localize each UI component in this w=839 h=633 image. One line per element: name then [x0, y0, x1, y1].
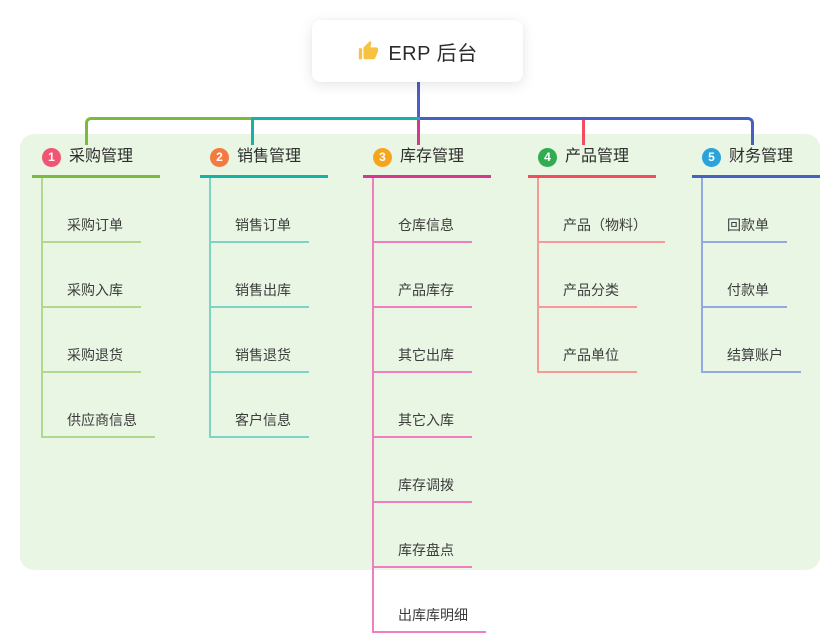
branch-sales: 2 销售管理 销售订单 销售出库 销售退货 客户信息 [200, 146, 328, 438]
branch-number-badge: 5 [702, 147, 721, 167]
node-outbound-detail[interactable]: 出库库明细 [374, 568, 486, 633]
node-label: 仓库信息 [398, 217, 454, 233]
thumbs-up-icon [357, 40, 379, 62]
node-label: 采购订单 [67, 217, 123, 233]
node-other-outbound[interactable]: 其它出库 [374, 308, 472, 373]
branch-purchase-header[interactable]: 1 采购管理 [32, 146, 160, 178]
branch-finance-children: 回款单 付款单 结算账户 [701, 178, 820, 373]
node-label: 采购退货 [67, 347, 123, 363]
branch-inventory-header[interactable]: 3 库存管理 [363, 146, 491, 178]
node-label: 采购入库 [67, 282, 123, 298]
mindmap-canvas [20, 134, 820, 570]
node-warehouse-info[interactable]: 仓库信息 [374, 178, 472, 243]
node-label: 回款单 [727, 217, 769, 233]
node-stock-transfer[interactable]: 库存调拨 [374, 438, 472, 503]
node-label: 销售订单 [235, 217, 291, 233]
node-label: 产品单位 [563, 347, 619, 363]
connector-bus-sales [251, 117, 420, 145]
node-label: 产品分类 [563, 282, 619, 298]
root-node-erp-backend[interactable]: ERP 后台 [312, 20, 523, 82]
branch-inventory: 3 库存管理 仓库信息 产品库存 其它出库 其它入库 库存调拨 库存盘点 出库库… [363, 146, 491, 633]
branch-number-badge: 3 [373, 147, 392, 167]
branch-title: 采购管理 [69, 148, 134, 165]
branch-product-header[interactable]: 4 产品管理 [528, 146, 656, 178]
node-purchase-return[interactable]: 采购退货 [43, 308, 141, 373]
node-payment-voucher[interactable]: 付款单 [703, 243, 787, 308]
branch-title: 库存管理 [400, 148, 465, 165]
root-node-title: ERP 后台 [388, 42, 478, 65]
branch-product: 4 产品管理 产品（物料） 产品分类 产品单位 [528, 146, 665, 373]
branch-title: 财务管理 [729, 148, 794, 165]
node-label: 结算账户 [727, 347, 783, 363]
connector-stub-inventory [417, 120, 420, 145]
node-purchase-inbound[interactable]: 采购入库 [43, 243, 141, 308]
node-product-stock[interactable]: 产品库存 [374, 243, 472, 308]
node-label: 其它入库 [398, 412, 454, 428]
node-label: 供应商信息 [67, 412, 137, 428]
branch-sales-children: 销售订单 销售出库 销售退货 客户信息 [209, 178, 328, 438]
node-receipt-voucher[interactable]: 回款单 [703, 178, 787, 243]
branch-title: 销售管理 [237, 148, 302, 165]
branch-number-badge: 4 [538, 147, 557, 167]
node-product-material[interactable]: 产品（物料） [539, 178, 665, 243]
node-label: 付款单 [727, 282, 769, 298]
node-label: 客户信息 [235, 412, 291, 428]
node-purchase-order[interactable]: 采购订单 [43, 178, 141, 243]
node-product-category[interactable]: 产品分类 [539, 243, 637, 308]
node-sales-order[interactable]: 销售订单 [211, 178, 309, 243]
node-label: 产品（物料） [563, 217, 647, 233]
connector-stub-product [582, 120, 585, 145]
node-label: 产品库存 [398, 282, 454, 298]
root-connector-stem [417, 82, 420, 117]
connector-bus-finance [420, 117, 754, 145]
node-product-unit[interactable]: 产品单位 [539, 308, 637, 373]
node-other-inbound[interactable]: 其它入库 [374, 373, 472, 438]
node-stock-taking[interactable]: 库存盘点 [374, 503, 472, 568]
node-label: 库存盘点 [398, 542, 454, 558]
branch-title: 产品管理 [565, 148, 630, 165]
node-settlement-account[interactable]: 结算账户 [703, 308, 801, 373]
branch-finance: 5 财务管理 回款单 付款单 结算账户 [692, 146, 820, 373]
node-label: 出库库明细 [398, 607, 468, 623]
branch-purchase-children: 采购订单 采购入库 采购退货 供应商信息 [41, 178, 160, 438]
connector-bus-purchase [85, 117, 254, 145]
node-supplier-info[interactable]: 供应商信息 [43, 373, 155, 438]
branch-number-badge: 1 [42, 147, 61, 167]
node-sales-outbound[interactable]: 销售出库 [211, 243, 309, 308]
node-label: 其它出库 [398, 347, 454, 363]
branch-number-badge: 2 [210, 147, 229, 167]
branch-sales-header[interactable]: 2 销售管理 [200, 146, 328, 178]
branch-finance-header[interactable]: 5 财务管理 [692, 146, 820, 178]
node-label: 销售出库 [235, 282, 291, 298]
node-sales-return[interactable]: 销售退货 [211, 308, 309, 373]
node-label: 库存调拨 [398, 477, 454, 493]
branch-product-children: 产品（物料） 产品分类 产品单位 [537, 178, 665, 373]
branch-purchase: 1 采购管理 采购订单 采购入库 采购退货 供应商信息 [32, 146, 160, 438]
node-customer-info[interactable]: 客户信息 [211, 373, 309, 438]
branch-inventory-children: 仓库信息 产品库存 其它出库 其它入库 库存调拨 库存盘点 出库库明细 [372, 178, 491, 633]
node-label: 销售退货 [235, 347, 291, 363]
